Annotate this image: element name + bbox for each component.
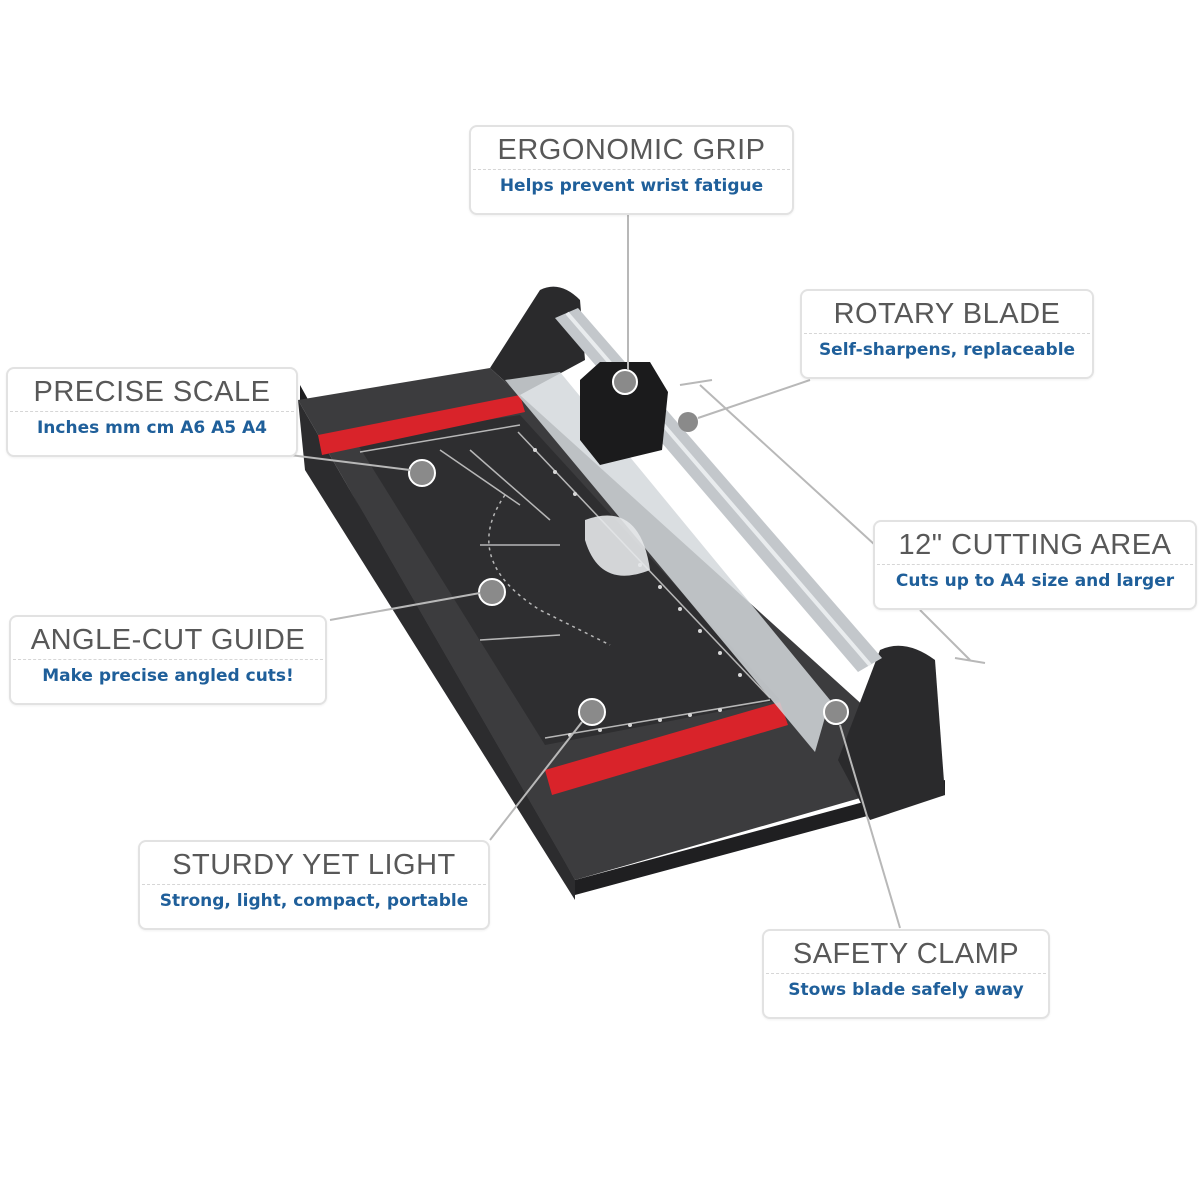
front-end-cap <box>838 645 945 820</box>
callout-title: STURDY YET LIGHT <box>172 849 456 881</box>
callout-subtitle: Cuts up to A4 size and larger <box>895 571 1175 591</box>
callout-divider <box>10 411 294 412</box>
callout-rotary-blade: ROTARY BLADE Self-sharpens, replaceable <box>800 289 1094 379</box>
callout-subtitle: Stows blade safely away <box>788 980 1024 1000</box>
callout-title: SAFETY CLAMP <box>792 938 1020 970</box>
callout-title: PRECISE SCALE <box>33 376 271 408</box>
callout-divider <box>766 973 1046 974</box>
callout-safety-clamp: SAFETY CLAMP Stows blade safely away <box>762 929 1050 1019</box>
callout-title: ANGLE-CUT GUIDE <box>30 624 306 656</box>
callout-angle-cut-guide: ANGLE-CUT GUIDE Make precise angled cuts… <box>9 615 327 705</box>
callout-title: ROTARY BLADE <box>833 298 1061 330</box>
scale-area <box>355 415 780 745</box>
rear-end-cap <box>490 286 585 395</box>
callout-divider <box>473 169 790 170</box>
callout-divider <box>142 884 486 885</box>
callout-subtitle: Self-sharpens, replaceable <box>818 340 1076 360</box>
red-pad-top <box>318 395 525 455</box>
callout-title: ERGONOMIC GRIP <box>497 134 766 166</box>
callout-cutting-area: 12" CUTTING AREA Cuts up to A4 size and … <box>873 520 1197 610</box>
callout-divider <box>877 564 1193 565</box>
callout-divider <box>13 659 323 660</box>
callout-subtitle: Strong, light, compact, portable <box>159 891 469 911</box>
callout-divider <box>804 333 1090 334</box>
callout-subtitle: Make precise angled cuts! <box>42 666 294 686</box>
markers <box>408 369 849 726</box>
callout-title: 12" CUTTING AREA <box>898 529 1172 561</box>
callout-subtitle: Inches mm cm A6 A5 A4 <box>36 418 268 438</box>
callout-subtitle: Helps prevent wrist fatigue <box>499 176 764 196</box>
blade-head <box>580 362 668 465</box>
red-pad-bottom <box>545 702 788 795</box>
callout-sturdy-yet-light: STURDY YET LIGHT Strong, light, compact,… <box>138 840 490 930</box>
callout-precise-scale: PRECISE SCALE Inches mm cm A6 A5 A4 <box>6 367 298 457</box>
callout-ergonomic-grip: ERGONOMIC GRIP Helps prevent wrist fatig… <box>469 125 794 215</box>
clear-guard <box>505 372 830 752</box>
